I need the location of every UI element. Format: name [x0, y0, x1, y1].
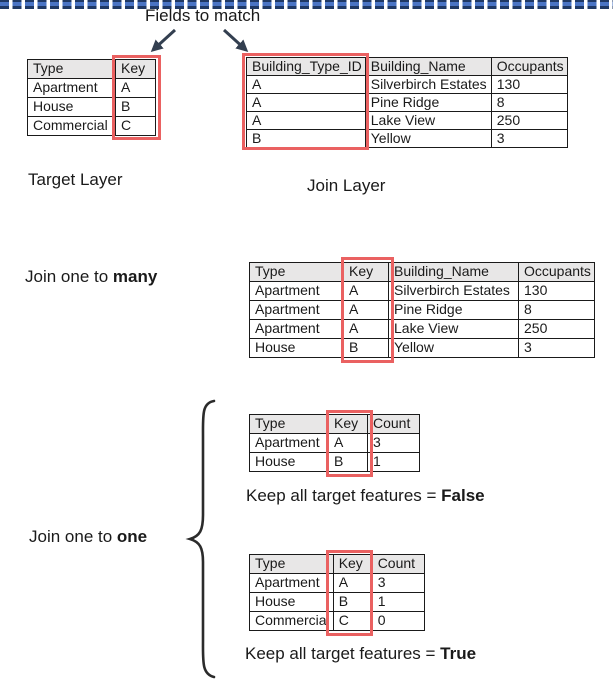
table-cell: 3: [490, 129, 568, 148]
one-to-one-true-key-highlight: [326, 550, 373, 636]
column-header: Type: [27, 59, 116, 79]
table-cell: 8: [518, 300, 595, 320]
table-cell: Yellow: [364, 129, 492, 148]
column-header: Count: [371, 554, 425, 574]
table-cell: Lake View: [388, 319, 519, 339]
column-header: Building_Name: [364, 57, 492, 76]
column-header: Key: [332, 554, 373, 574]
column-header: Key: [115, 59, 156, 79]
table-cell: C: [115, 116, 156, 136]
arrow-to-join-key-icon: [222, 28, 249, 53]
table-cell: 3: [371, 573, 425, 593]
label-bold-text: many: [112, 267, 158, 286]
join-layer-label: Join Layer: [307, 176, 386, 195]
table-cell: House: [27, 97, 116, 117]
table-cell: 3: [518, 338, 595, 358]
table-cell: House: [249, 592, 334, 612]
column-header: Key: [328, 414, 368, 434]
target-layer-label: Target Layer: [28, 170, 123, 189]
column-header: Type: [249, 554, 334, 574]
column-header: Key: [343, 262, 389, 282]
table-cell: Silverbirch Estates: [388, 281, 519, 301]
table-cell: 130: [490, 75, 568, 94]
curly-brace-icon: [185, 399, 216, 679]
table-cell: Commercial: [249, 611, 334, 631]
one-to-many-key-highlight: [341, 257, 394, 363]
keep-false-label: Keep all target features = False: [246, 486, 485, 506]
table-cell: Lake View: [364, 111, 492, 130]
table-cell: Apartment: [249, 573, 334, 593]
table-cell: Silverbirch Estates: [364, 75, 492, 94]
table-cell: Yellow: [388, 338, 519, 358]
target-key-field-highlight: [112, 55, 161, 140]
table-cell: Commercial: [27, 116, 116, 136]
label-text: Join one to: [25, 267, 113, 286]
column-header: Count: [367, 414, 420, 434]
table-cell: Apartment: [249, 281, 344, 301]
label-text: Keep all target features =: [246, 486, 442, 505]
table-cell: 250: [490, 111, 568, 130]
table-cell: House: [249, 338, 344, 358]
column-header: Occupants: [518, 262, 595, 282]
fields-to-match-label: Fields to match: [145, 6, 261, 25]
table-cell: Pine Ridge: [388, 300, 519, 320]
join-one-to-many-label: Join one to many: [25, 267, 157, 287]
table-cell: 130: [518, 281, 595, 301]
table-cell: 250: [518, 319, 595, 339]
arrow-to-target-key-icon: [150, 28, 177, 53]
column-header: Occupants: [490, 57, 568, 76]
column-header: Type: [249, 262, 344, 282]
label-text: Keep all target features =: [245, 644, 441, 663]
table-cell: 0: [371, 611, 425, 631]
table-cell: Apartment: [249, 433, 329, 453]
join-key-field-highlight: [242, 53, 369, 150]
label-bold-text: one: [116, 527, 148, 546]
label-bold-text: False: [441, 486, 485, 505]
table-cell: Apartment: [249, 300, 344, 320]
section-divider-icon: [0, 0, 613, 9]
join-one-to-one-label: Join one to one: [29, 527, 147, 547]
table-cell: 1: [371, 592, 425, 612]
column-header: Building_Name: [388, 262, 519, 282]
table-cell: 3: [367, 433, 420, 453]
table-cell: 1: [367, 452, 420, 472]
label-bold-text: True: [440, 644, 477, 663]
one-to-one-false-key-highlight: [326, 410, 373, 477]
table-cell: 8: [490, 93, 568, 112]
table-cell: Apartment: [27, 78, 116, 98]
table-cell: House: [249, 452, 329, 472]
table-cell: C: [332, 611, 373, 631]
table-cell: Apartment: [249, 319, 344, 339]
table-cell: Pine Ridge: [364, 93, 492, 112]
keep-true-label: Keep all target features = True: [245, 644, 476, 664]
label-text: Join one to: [29, 527, 117, 546]
column-header: Type: [249, 414, 329, 434]
column-header: Building_Type_ID: [246, 57, 366, 76]
